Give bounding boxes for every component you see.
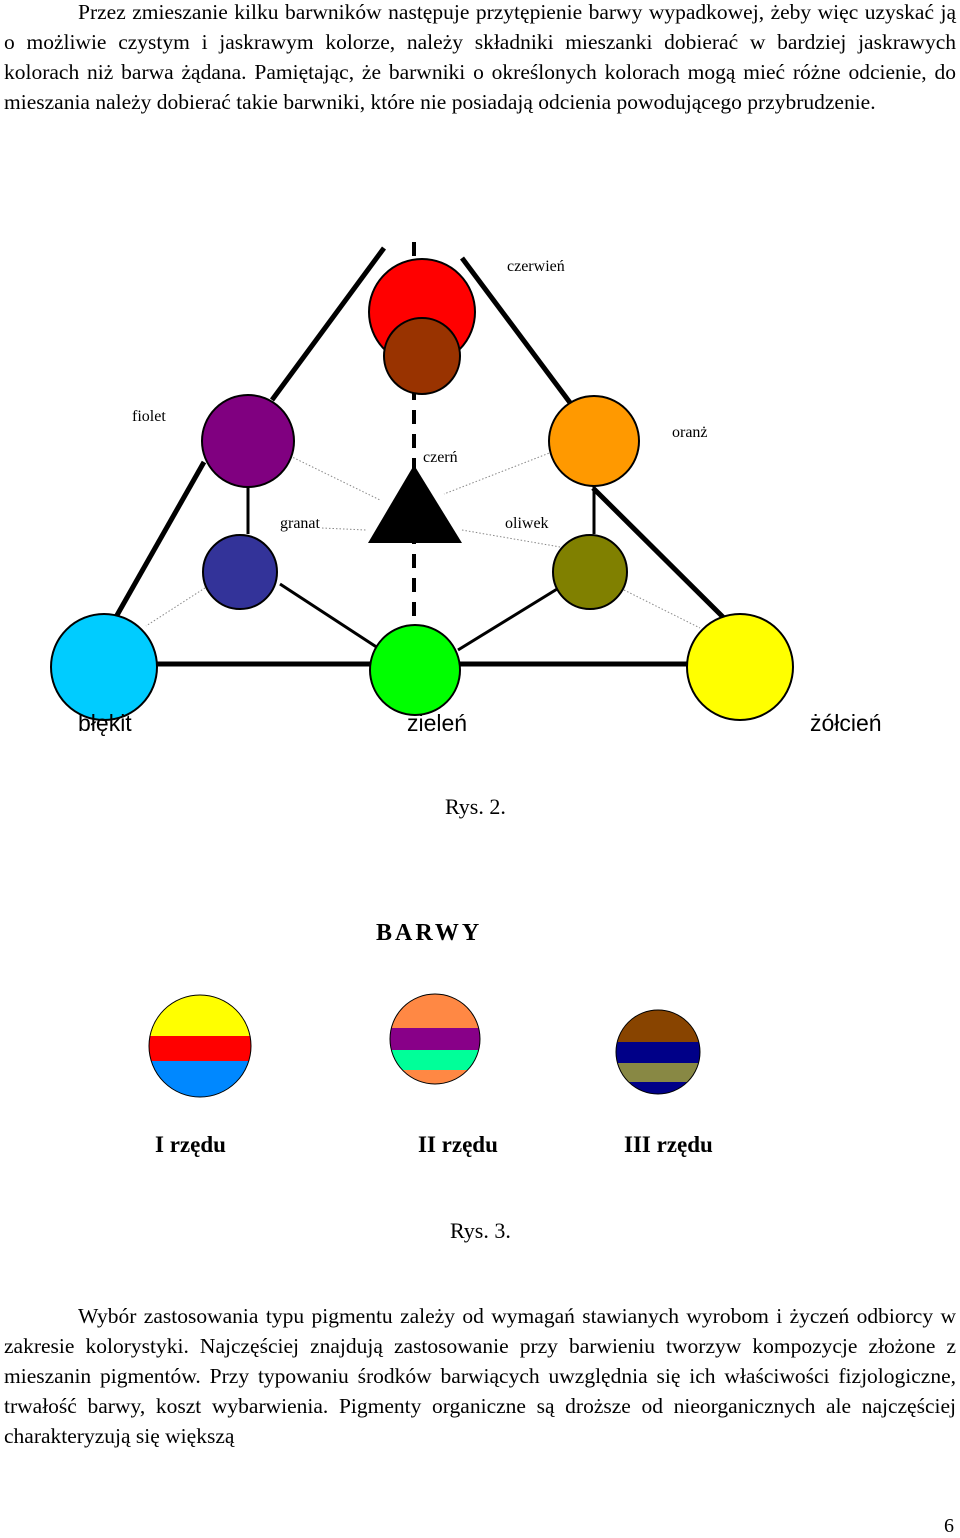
dotted-oliwek-zolcien	[623, 589, 701, 629]
label-zielen: zieleń	[407, 710, 467, 736]
circle-braz	[383, 317, 461, 395]
circle-first-order	[149, 995, 251, 1097]
label-granat: granat	[280, 515, 321, 532]
circle-blekit	[50, 613, 158, 721]
label-czerwien: czerwień	[507, 258, 565, 275]
line-right	[591, 486, 734, 628]
line-oliwek-zielen	[457, 584, 563, 652]
dotted-fiolet-czern	[289, 455, 381, 501]
line-left	[109, 460, 207, 626]
dotted-oranz-czern	[443, 451, 553, 495]
circle-oliwek	[552, 534, 628, 610]
page-number: 6	[944, 1515, 954, 1537]
label-zolcien: żółcień	[810, 710, 882, 736]
triangle-czern	[368, 465, 462, 543]
dotted-granat-blekit	[145, 585, 209, 627]
circle-oranz	[548, 395, 640, 487]
label-fiolet: fiolet	[132, 408, 166, 425]
label-oliwek: oliwek	[505, 515, 549, 532]
caption-rys2: Rys. 2.	[445, 794, 506, 819]
line-top-left	[269, 246, 387, 402]
row-label-third: III rzędu	[624, 1132, 713, 1157]
circle-zielen	[369, 624, 461, 716]
caption-rys3: Rys. 3.	[450, 1218, 511, 1243]
barwy-circles	[148, 993, 701, 1098]
dotted-oliwek-czern	[461, 529, 567, 549]
line-granat-zielen	[279, 582, 379, 650]
label-czern: czerń	[423, 449, 458, 466]
paragraph-bottom: Wybór zastosowania typu pigmentu zależy …	[4, 1304, 956, 1448]
circle-fiolet	[201, 394, 295, 488]
circle-third-order	[616, 1010, 700, 1094]
row-label-second: II rzędu	[418, 1132, 498, 1157]
paragraph-top: Przez zmieszanie kilku barwników następu…	[4, 0, 956, 114]
line-top-right	[459, 256, 580, 414]
circle-zolcien	[686, 613, 794, 721]
color-triangle-diagram: czerwień fiolet oranż czerń granat oliwe…	[50, 242, 882, 736]
label-oranz: oranż	[672, 424, 708, 441]
row-label-first: I rzędu	[155, 1132, 226, 1157]
circle-granat	[202, 534, 278, 610]
label-blekit: błękit	[78, 710, 132, 736]
circle-second-order	[390, 994, 480, 1084]
barwy-title: BARWY	[376, 920, 483, 946]
dotted-granat-czern	[321, 527, 367, 531]
